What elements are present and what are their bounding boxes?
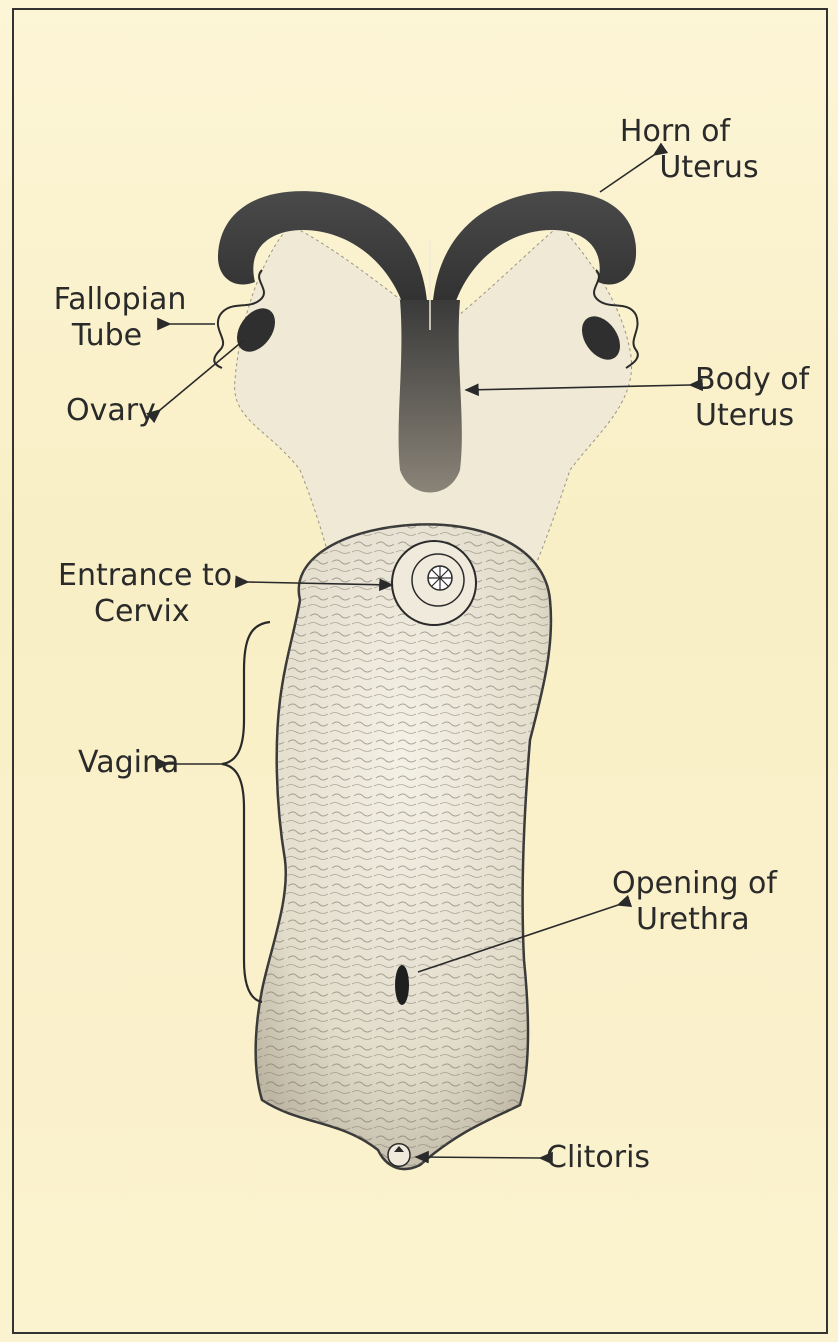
label-fallopian-line1: Fallopian xyxy=(40,282,200,318)
label-body-line1: Body of xyxy=(695,362,809,398)
label-fallopian-line2: Tube xyxy=(14,318,200,354)
label-cervix-line1: Entrance to xyxy=(58,558,232,594)
vagina-bracket xyxy=(222,622,270,1002)
label-vagina-text: Vagina xyxy=(78,745,179,780)
label-cervix-line2: Cervix xyxy=(94,594,232,630)
leader-clitoris xyxy=(416,1157,540,1158)
label-horn-line1: Horn of xyxy=(575,114,775,150)
label-clitoris: Clitoris xyxy=(546,1140,650,1176)
label-body-of-uterus: Body of Uterus xyxy=(695,362,809,434)
label-ovary: Ovary xyxy=(66,393,156,429)
label-clitoris-text: Clitoris xyxy=(546,1140,650,1175)
label-entrance-to-cervix: Entrance to Cervix xyxy=(58,558,232,630)
label-opening-of-urethra: Opening of Urethra xyxy=(612,866,777,938)
urethra-opening xyxy=(395,965,409,1005)
label-vagina: Vagina xyxy=(78,745,179,781)
label-ovary-text: Ovary xyxy=(66,393,156,428)
label-urethra-line1: Opening of xyxy=(612,866,777,902)
clitoris-mark xyxy=(388,1144,410,1167)
cervix-entrance xyxy=(392,541,476,625)
label-urethra-line2: Urethra xyxy=(636,902,777,938)
label-horn-of-uterus: Horn of Uterus xyxy=(575,114,775,186)
label-fallopian-tube: Fallopian Tube xyxy=(40,282,200,354)
label-body-line2: Uterus xyxy=(695,398,809,434)
label-horn-line2: Uterus xyxy=(643,150,775,186)
